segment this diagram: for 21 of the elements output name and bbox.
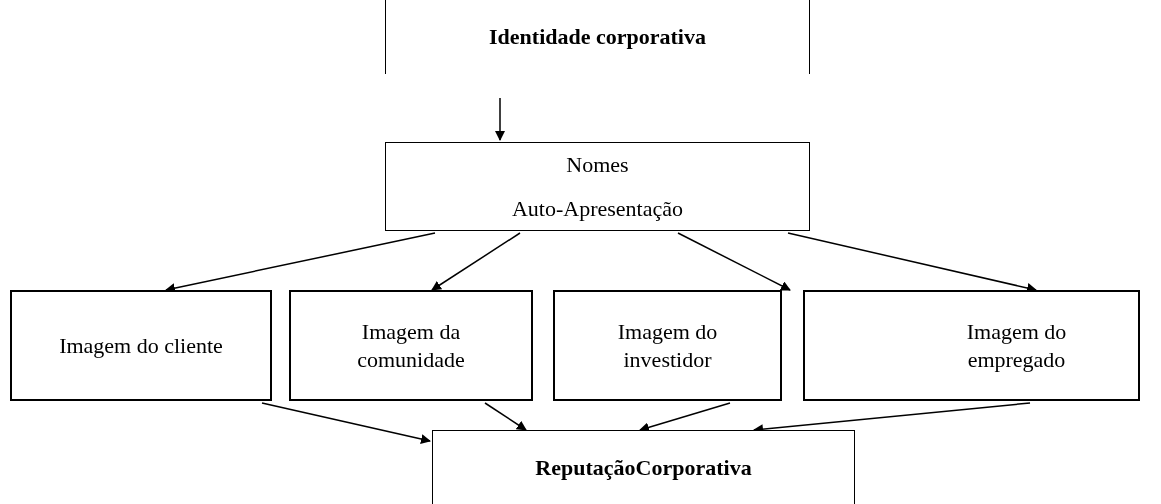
arrow xyxy=(431,232,521,291)
process-box xyxy=(553,290,782,401)
box-label: Nomes xyxy=(566,151,629,179)
process-box xyxy=(432,430,855,504)
box-label: Identidade corporativa xyxy=(489,23,706,51)
arrow xyxy=(787,232,1037,293)
process-box xyxy=(289,290,533,401)
arrow xyxy=(261,402,431,444)
process-box xyxy=(10,290,272,401)
process-box xyxy=(385,142,810,231)
box-label: Imagem do cliente xyxy=(59,331,223,360)
box-label: ReputaçãoCorporativa xyxy=(535,453,752,482)
arrow xyxy=(495,97,505,141)
box-label: Imagem do empregado xyxy=(965,318,1068,373)
box-label: Imagem da comunidade xyxy=(356,318,466,373)
arrow xyxy=(677,232,791,291)
box-label: Imagem do investidor xyxy=(616,318,719,373)
process-box xyxy=(385,0,810,74)
process-box xyxy=(803,290,1140,401)
arrow xyxy=(484,402,527,431)
box-label: Auto-Apresentação xyxy=(511,194,683,222)
